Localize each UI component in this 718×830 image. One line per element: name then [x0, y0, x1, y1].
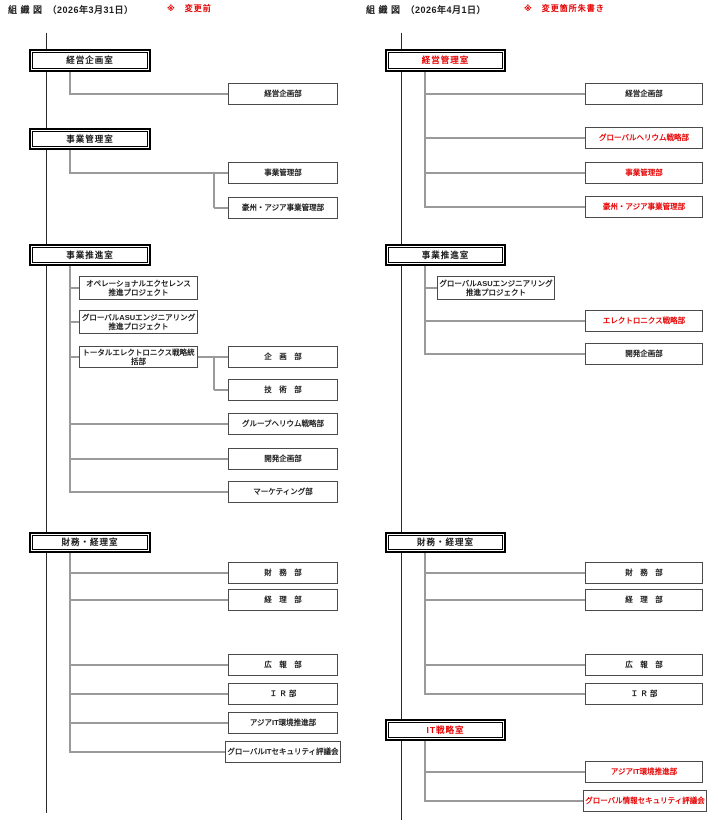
org-node-before-proj-global-asu: グローバルASUエンジニアリング 推進プロジェクト [79, 310, 198, 334]
org-node-before-dept-group-helium: グループヘリウム戦略部 [228, 413, 338, 435]
org-node-before-dept-zaimu: 財 務 部 [228, 562, 338, 584]
org-node-after-dept-zaimu: 財 務 部 [585, 562, 703, 584]
connector-line-horizontal [425, 664, 585, 666]
org-node-after-dept-goshu-asia: 豪州・アジア事業管理部 [585, 196, 703, 218]
org-node-before-dept-goshu-asia: 豪州・アジア事業管理部 [228, 197, 338, 219]
connector-line-horizontal [70, 693, 228, 695]
connector-line-horizontal [425, 572, 585, 574]
connector-line-vertical [69, 72, 71, 95]
org-node-before-dept-jigyo-kanri-bu: 事業管理部 [228, 162, 338, 184]
connector-line-vertical [69, 150, 71, 174]
connector-line-horizontal [70, 458, 228, 460]
org-node-after-dept-jigyo-kanri-bu: 事業管理部 [585, 162, 703, 184]
org-node-before-dept-keiri: 経 理 部 [228, 589, 338, 611]
connector-line-horizontal [425, 287, 437, 289]
connector-line-horizontal [70, 572, 228, 574]
connector-line-vertical [69, 553, 71, 753]
org-node-before-dept-kaihatsu-kikaku: 開発企画部 [228, 448, 338, 470]
connector-line-horizontal [70, 287, 79, 289]
main-trunk-line [46, 33, 47, 813]
connector-line-horizontal [70, 491, 228, 493]
org-node-after-dept-asia-it: アジアIT環境推進部 [585, 761, 703, 783]
connector-line-horizontal [214, 389, 228, 391]
connector-line-horizontal [425, 599, 585, 601]
connector-line-horizontal [425, 693, 585, 695]
connector-line-horizontal [70, 423, 228, 425]
connector-line-horizontal [425, 320, 585, 322]
connector-line-horizontal [425, 800, 583, 802]
connector-line-horizontal [70, 356, 79, 358]
connector-line-vertical [424, 266, 426, 355]
connector-line-horizontal [70, 664, 228, 666]
connector-line-horizontal [425, 137, 585, 139]
connector-line-vertical [69, 266, 71, 493]
org-node-before-dept-gijutsu: 技 術 部 [228, 379, 338, 401]
connector-line-horizontal [70, 599, 228, 601]
connector-line-vertical [424, 553, 426, 695]
org-node-after-dept-keiei-kikaku-bu: 経営企画部 [585, 83, 703, 105]
main-trunk-line [401, 33, 402, 820]
org-node-before-dept-marketing: マーケティング部 [228, 481, 338, 503]
org-node-after-dept-ir: Ｉ Ｒ 部 [585, 683, 703, 705]
connector-line-horizontal [70, 321, 79, 323]
before-chart-note: ※ 変更前 [167, 4, 212, 13]
after-chart-note: ※ 変更箇所朱書き [524, 4, 605, 13]
org-node-after-dept-koho: 広 報 部 [585, 654, 703, 676]
connector-line-vertical [213, 357, 215, 390]
org-node-after-room-jigyo-suishin: 事業推進室 [385, 244, 506, 266]
connector-line-horizontal [214, 207, 228, 209]
before-chart-title: 組 織 図 （2026年3月31日） [8, 5, 134, 15]
connector-line-horizontal [70, 172, 228, 174]
org-node-before-dept-keiei-kikaku-bu: 経営企画部 [228, 83, 338, 105]
connector-line-vertical [424, 72, 426, 208]
org-node-after-room-it-senryaku: IT戦略室 [385, 719, 506, 741]
org-node-after-room-zaimu-keiri: 財務・経理室 [385, 532, 506, 553]
after-chart-title: 組 織 図 （2026年4月1日） [366, 5, 487, 15]
connector-line-vertical [213, 173, 215, 208]
org-node-before-dept-koho: 広 報 部 [228, 654, 338, 676]
org-node-after-dept-global-helium: グローバルヘリウム戦略部 [585, 127, 703, 149]
org-node-before-dept-kikaku: 企 画 部 [228, 346, 338, 368]
connector-line-horizontal [425, 206, 585, 208]
org-node-after-dept-kaihatsu-kikaku: 開発企画部 [585, 343, 703, 365]
org-node-before-room-zaimu-keiri: 財務・経理室 [29, 532, 151, 553]
org-node-before-dept-total-electronics: トータルエレクトロニクス戦略統括部 [79, 346, 198, 368]
org-node-before-dept-asia-it: アジアIT環境推進部 [228, 712, 338, 734]
org-node-before-dept-global-it-security: グローバルITセキュリティ評議会 [225, 741, 341, 763]
connector-line-horizontal [425, 771, 585, 773]
org-node-after-dept-global-info-security: グローバル情報セキュリティ評議会 [583, 790, 707, 812]
org-node-after-proj-global-asu: グローバルASUエンジニアリング 推進プロジェクト [437, 276, 555, 300]
org-node-before-room-jigyo-kanri: 事業管理室 [29, 128, 151, 150]
org-node-after-room-keiei-kanri: 経営管理室 [385, 49, 506, 72]
connector-line-horizontal [70, 751, 225, 753]
connector-line-horizontal [70, 722, 228, 724]
org-node-after-dept-keiri: 経 理 部 [585, 589, 703, 611]
connector-line-horizontal [425, 353, 585, 355]
org-node-before-proj-operational-excellence: オペレーショナルエクセレンス 推進プロジェクト [79, 276, 198, 300]
org-node-before-room-keiei-kikaku: 経営企画室 [29, 49, 151, 72]
connector-line-horizontal [70, 93, 228, 95]
connector-line-horizontal [425, 93, 585, 95]
org-node-before-room-jigyo-suishin: 事業推進室 [29, 244, 151, 266]
connector-line-horizontal [425, 172, 585, 174]
org-node-after-dept-electronics-senryaku: エレクトロニクス戦略部 [585, 310, 703, 332]
org-node-before-dept-ir: Ｉ Ｒ 部 [228, 683, 338, 705]
